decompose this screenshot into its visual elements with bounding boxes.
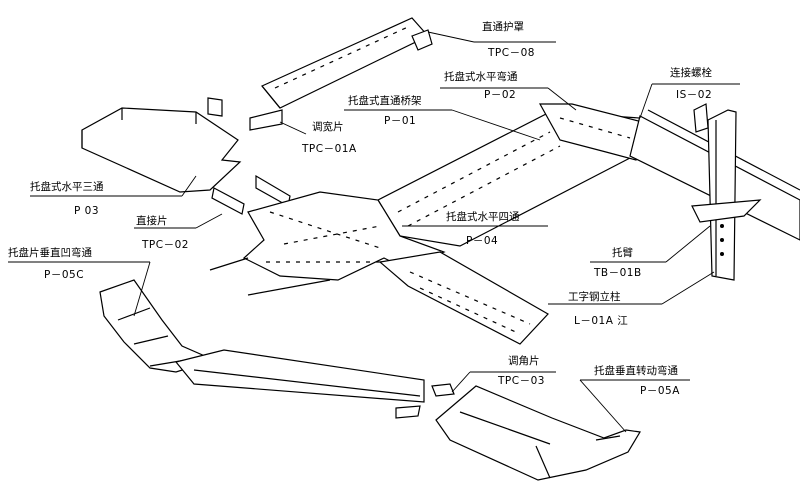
svg-text:直接片: 直接片: [136, 214, 168, 227]
label-cross: 托盘式水平四通 P－04: [446, 210, 520, 247]
svg-text:调宽片: 调宽片: [312, 120, 344, 133]
horizontal-tee-part: [81, 107, 242, 193]
svg-text:托臂: 托臂: [612, 246, 633, 259]
label-adj-angle: 调角片 TPC－03: [497, 354, 545, 387]
adjust-angle-plates: [395, 383, 455, 419]
svg-text:直通护罩: 直通护罩: [482, 20, 524, 33]
svg-text:托盘片垂直凹弯通: 托盘片垂直凹弯通: [8, 246, 92, 259]
svg-text:TPC－02: TPC－02: [141, 239, 189, 251]
svg-text:托盘式水平三通: 托盘式水平三通: [30, 180, 104, 193]
label-column: 工字钢立柱 L－01A 江: [568, 290, 628, 327]
leader-lines: [8, 31, 740, 433]
svg-text:工字钢立柱: 工字钢立柱: [568, 290, 621, 303]
label-v-turn: 托盘垂直转动弯通 P－05A: [594, 364, 680, 397]
svg-text:托盘式水平弯通: 托盘式水平弯通: [444, 70, 518, 83]
support-arm: [691, 199, 762, 223]
svg-text:TPC－03: TPC－03: [497, 375, 545, 387]
svg-text:IS－02: IS－02: [676, 89, 712, 101]
svg-text:TB－01B: TB－01B: [593, 267, 642, 279]
label-tee: 托盘式水平三通 P 03: [30, 180, 104, 217]
svg-text:P－02: P－02: [484, 89, 516, 101]
svg-text:托盘式直通桥架: 托盘式直通桥架: [348, 94, 422, 107]
svg-text:调角片: 调角片: [508, 354, 540, 367]
svg-text:P 03: P 03: [74, 205, 99, 217]
svg-text:TPC－01A: TPC－01A: [301, 143, 357, 155]
svg-text:P－01: P－01: [384, 115, 416, 127]
svg-text:P－04: P－04: [466, 235, 498, 247]
adjust-width-plates: [207, 97, 291, 215]
vertical-turning-elbow-part: [435, 385, 641, 481]
label-splice: 直接片 TPC－02: [136, 214, 189, 251]
i-beam-column: [707, 109, 737, 281]
connecting-bolt: [693, 103, 709, 133]
label-arm: 托臂 TB－01B: [593, 246, 642, 279]
svg-text:TPC－08: TPC－08: [487, 47, 535, 59]
svg-text:托盘垂直转动弯通: 托盘垂直转动弯通: [594, 364, 678, 377]
straight-cover-part: [261, 17, 433, 109]
label-straight: 托盘式直通桥架 P－01: [348, 94, 422, 127]
lower-straight-tray: [378, 251, 549, 345]
label-h-elbow: 托盘式水平弯通 P－02: [444, 70, 518, 101]
label-bolt: 连接螺栓 IS－02: [670, 66, 712, 101]
label-concave: 托盘片垂直凹弯通 P－05C: [8, 246, 92, 281]
svg-text:P－05A: P－05A: [640, 385, 680, 397]
label-adj-width: 调宽片 TPC－01A: [301, 120, 357, 155]
svg-text:P－05C: P－05C: [44, 269, 84, 281]
svg-text:L－01A 江: L－01A 江: [574, 315, 628, 327]
svg-text:托盘式水平四通: 托盘式水平四通: [446, 210, 520, 223]
horizontal-elbow-part: [538, 103, 651, 161]
lower-long-tray: [174, 349, 425, 403]
label-cover: 直通护罩 TPC－08: [482, 20, 535, 59]
svg-text:连接螺栓: 连接螺栓: [670, 66, 712, 79]
